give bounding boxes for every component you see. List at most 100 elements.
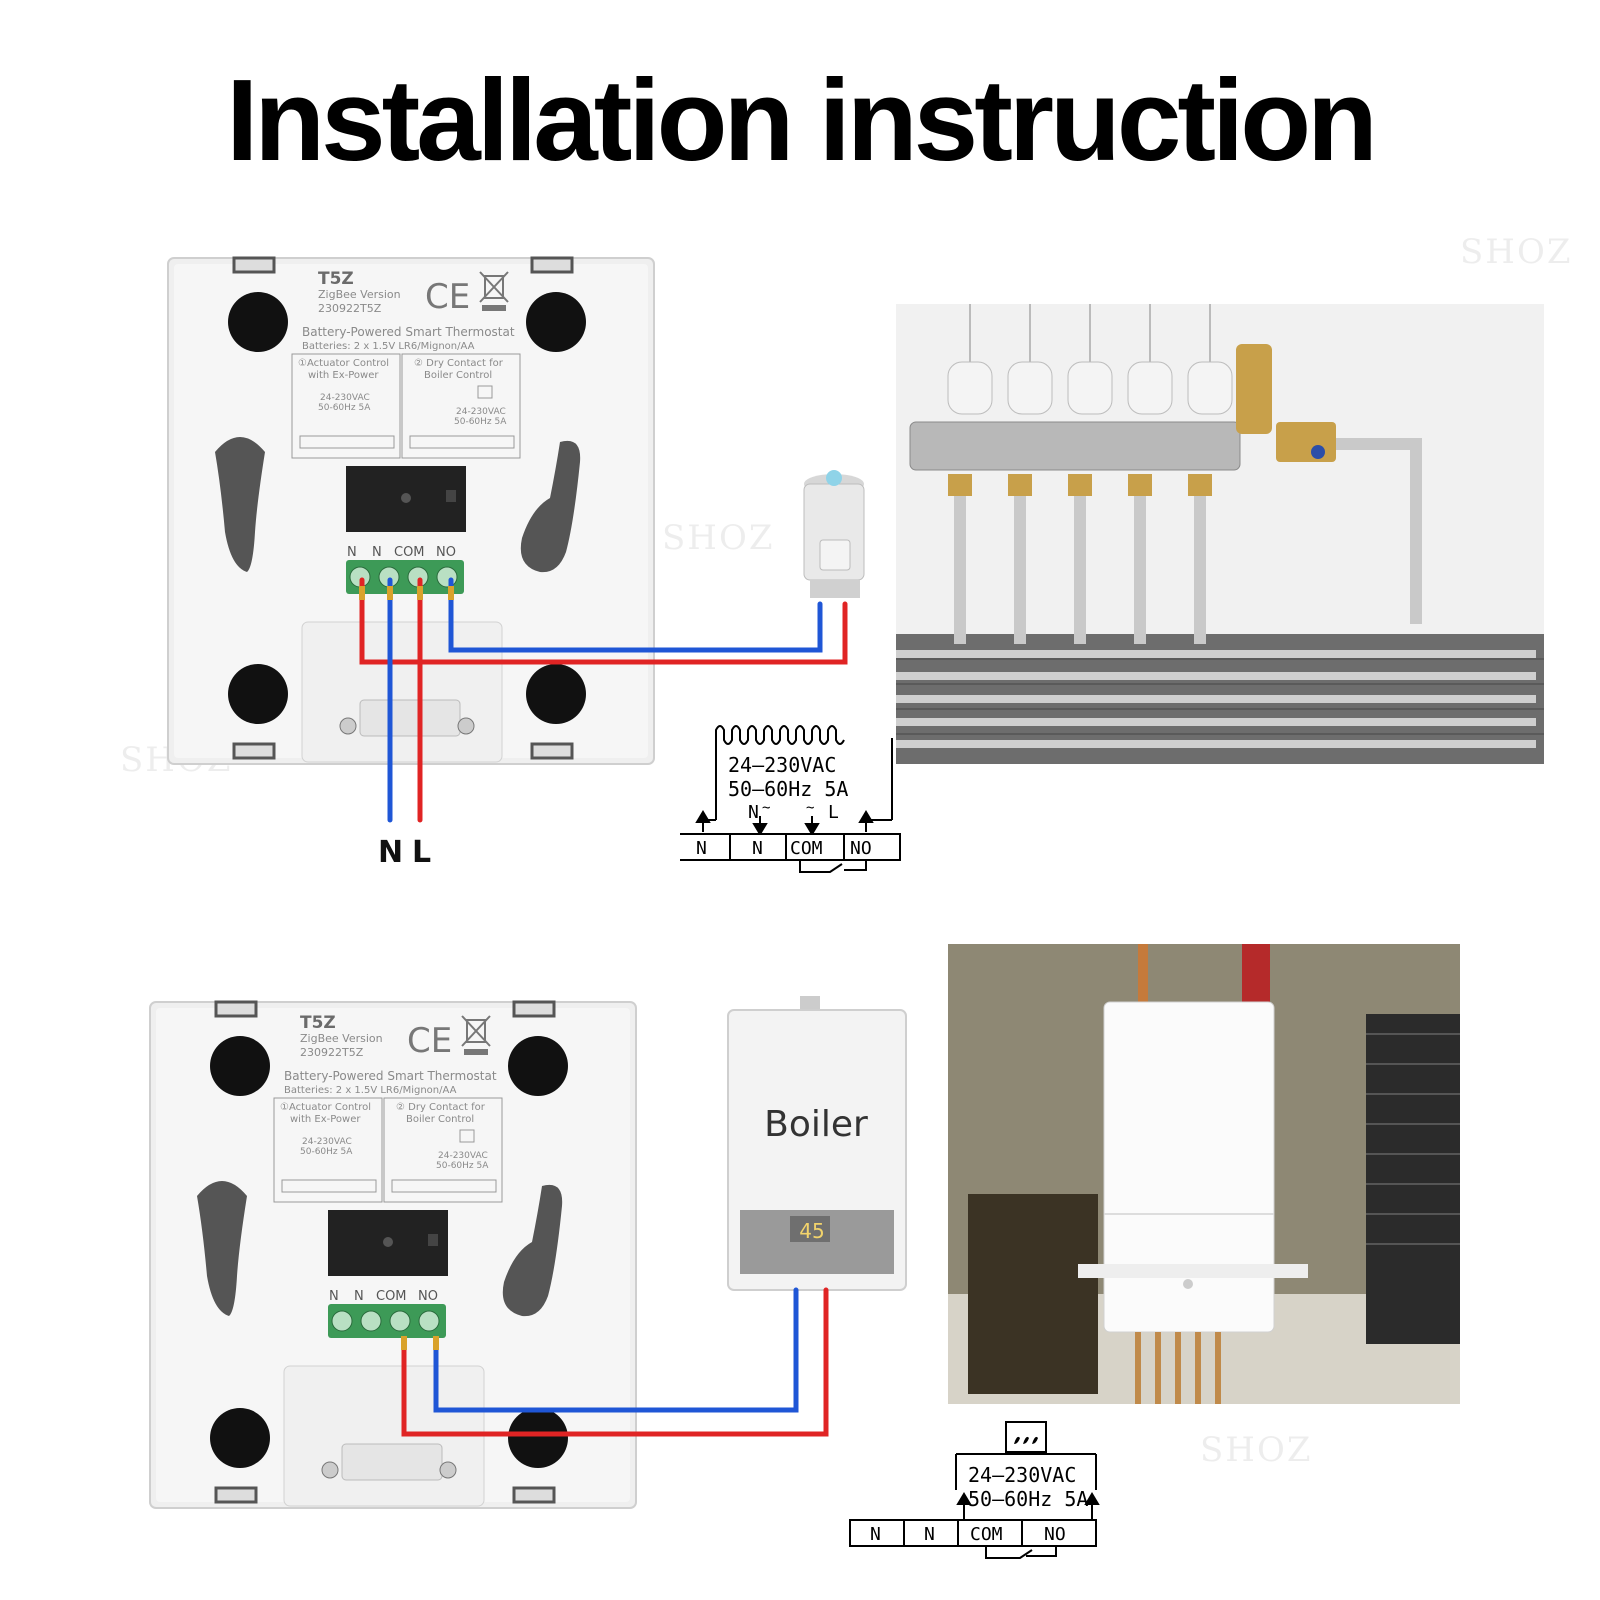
plate-terminal-label-n2: N bbox=[372, 545, 382, 560]
plate-batteries: Batteries: 2 x 1.5V LR6/Mignon/AA bbox=[302, 341, 475, 352]
spec-box-2-freq: 50-60Hz 5A bbox=[436, 1161, 489, 1171]
boiler-pipes bbox=[1135, 1332, 1221, 1404]
clip bbox=[512, 1486, 556, 1504]
spec-box-1-freq: 50-60Hz 5A bbox=[300, 1147, 353, 1157]
bracket-screw bbox=[457, 717, 475, 735]
spec-box-2-freq: 50-60Hz 5A bbox=[454, 417, 507, 427]
spec-box-2-volt: 24-230VAC bbox=[438, 1151, 488, 1161]
spec-box-2-line-2: Boiler Control bbox=[406, 1114, 474, 1125]
window-blinds bbox=[1366, 1014, 1460, 1344]
wire-blue-boiler bbox=[433, 1287, 799, 1413]
compartment-screw bbox=[383, 1237, 393, 1247]
screw-hole bbox=[228, 664, 288, 724]
ce-mark: CE bbox=[407, 1021, 452, 1061]
spec-box-1-freq: 50-60Hz 5A bbox=[318, 403, 371, 413]
keyhole-slot bbox=[502, 1184, 563, 1317]
scheme-1-volt: 24–230VAC bbox=[728, 753, 836, 777]
compartment-latch bbox=[446, 490, 456, 502]
boiler-mini-icon bbox=[459, 1129, 475, 1143]
plate-terminal-label-n1: N bbox=[347, 545, 357, 560]
screw-hole bbox=[228, 292, 288, 352]
spec-box-1-line-2: with Ex-Power bbox=[308, 370, 379, 381]
bracket-screw bbox=[321, 1461, 339, 1479]
scheme-2-volt: 24–230VAC bbox=[968, 1463, 1076, 1487]
scheme-1-tilde: ~ bbox=[806, 800, 814, 816]
ce-mark: CE bbox=[425, 277, 470, 317]
plate-model: T5Z bbox=[300, 1013, 336, 1033]
floor-grid bbox=[896, 658, 1544, 735]
mounting-bracket bbox=[359, 699, 461, 737]
spec-box-1 bbox=[291, 353, 401, 459]
keyhole-slot bbox=[197, 1181, 247, 1316]
spec-box-2 bbox=[383, 1097, 503, 1203]
spec-box-1-volt: 24-230VAC bbox=[320, 393, 370, 403]
spec-box-1-volt: 24-230VAC bbox=[302, 1137, 352, 1147]
wire-tips bbox=[401, 1336, 439, 1350]
spec-box-1-line-1: ①Actuator Control bbox=[280, 1102, 371, 1113]
plate-terminal-label-no: NO bbox=[436, 545, 456, 560]
wire-red-boiler bbox=[401, 1287, 829, 1437]
plate-batteries: Batteries: 2 x 1.5V LR6/Mignon/AA bbox=[284, 1085, 457, 1096]
boiler-display-temp: 45 bbox=[799, 1219, 824, 1243]
mini-terminal-strip bbox=[391, 1179, 497, 1193]
mini-terminal-strip bbox=[409, 435, 515, 449]
scheme-1-l: L bbox=[828, 802, 839, 823]
blind-slats bbox=[1366, 1033, 1460, 1245]
scheme-1-freq: 50–60Hz 5A bbox=[728, 777, 848, 801]
underfloor-manifold-photo bbox=[896, 304, 1544, 764]
terminal-screw bbox=[360, 1310, 382, 1332]
spec-box-2-volt: 24-230VAC bbox=[456, 407, 506, 417]
plate-version: ZigBee Version bbox=[318, 288, 401, 301]
relay-contact-icon bbox=[985, 1546, 1057, 1559]
clip bbox=[232, 742, 276, 760]
terminal-screw bbox=[418, 1310, 440, 1332]
plate-model: T5Z bbox=[318, 269, 354, 289]
spec-box-1-line-1: ①Actuator Control bbox=[298, 358, 389, 369]
compartment-latch bbox=[428, 1234, 438, 1246]
plate-description: Battery-Powered Smart Thermostat bbox=[302, 325, 515, 339]
weee-icon bbox=[479, 271, 509, 311]
bracket-screw bbox=[339, 717, 357, 735]
scheme-terminal-n2: N bbox=[752, 838, 763, 859]
screw-hole bbox=[210, 1408, 270, 1468]
scheme-terminal-n2: N bbox=[924, 1524, 935, 1545]
thermostat-backplate-1: T5Z ZigBee Version 230922T5Z CE Battery-… bbox=[167, 256, 655, 765]
clip bbox=[530, 742, 574, 760]
weee-icon bbox=[461, 1015, 491, 1055]
wire-red-actuator-l bbox=[359, 577, 848, 665]
clip bbox=[512, 1000, 556, 1018]
power-label-l: L bbox=[412, 835, 431, 870]
scheme-terminal-n1: N bbox=[696, 838, 707, 859]
clip bbox=[232, 256, 276, 274]
terminal-screw bbox=[389, 1310, 411, 1332]
keyhole-slot bbox=[215, 437, 265, 572]
wall-boiler bbox=[1103, 1001, 1275, 1333]
terminal-block bbox=[346, 560, 464, 594]
thermostat-backplate-2: T5Z ZigBee Version 230922T5Z CE Battery-… bbox=[149, 1000, 637, 1509]
terminal-block bbox=[328, 1304, 446, 1338]
manifold-actuators bbox=[947, 361, 1233, 415]
flame-dots bbox=[1014, 1436, 1038, 1444]
clip bbox=[214, 1000, 258, 1018]
scheme-1-tilde: ~ bbox=[762, 800, 770, 816]
plate-terminal-label-com: COM bbox=[376, 1289, 407, 1304]
underfloor-pipes bbox=[896, 650, 1536, 748]
spec-box-2-line-2: Boiler Control bbox=[424, 370, 492, 381]
spec-box-1-line-2: with Ex-Power bbox=[290, 1114, 361, 1125]
scheme-terminal-com: COM bbox=[790, 838, 823, 859]
compartment-screw bbox=[401, 493, 411, 503]
power-label-n: N bbox=[378, 835, 403, 870]
boiler-indicator bbox=[1183, 1279, 1193, 1289]
scheme-2-freq: 50–60Hz 5A bbox=[968, 1487, 1088, 1511]
screw-hole bbox=[508, 1036, 568, 1096]
mounting-bracket bbox=[341, 1443, 443, 1481]
scheme-1-n: N bbox=[748, 802, 759, 823]
plate-serial: 230922T5Z bbox=[300, 1046, 364, 1059]
scheme-terminal-n1: N bbox=[870, 1524, 881, 1545]
copper-pipe bbox=[1138, 944, 1148, 1014]
screw-hole bbox=[526, 664, 586, 724]
ball-valve bbox=[1311, 445, 1325, 459]
screw-hole bbox=[210, 1036, 270, 1096]
scheme-terminal-no: NO bbox=[1044, 1524, 1066, 1545]
riser-pipes bbox=[954, 438, 1422, 644]
